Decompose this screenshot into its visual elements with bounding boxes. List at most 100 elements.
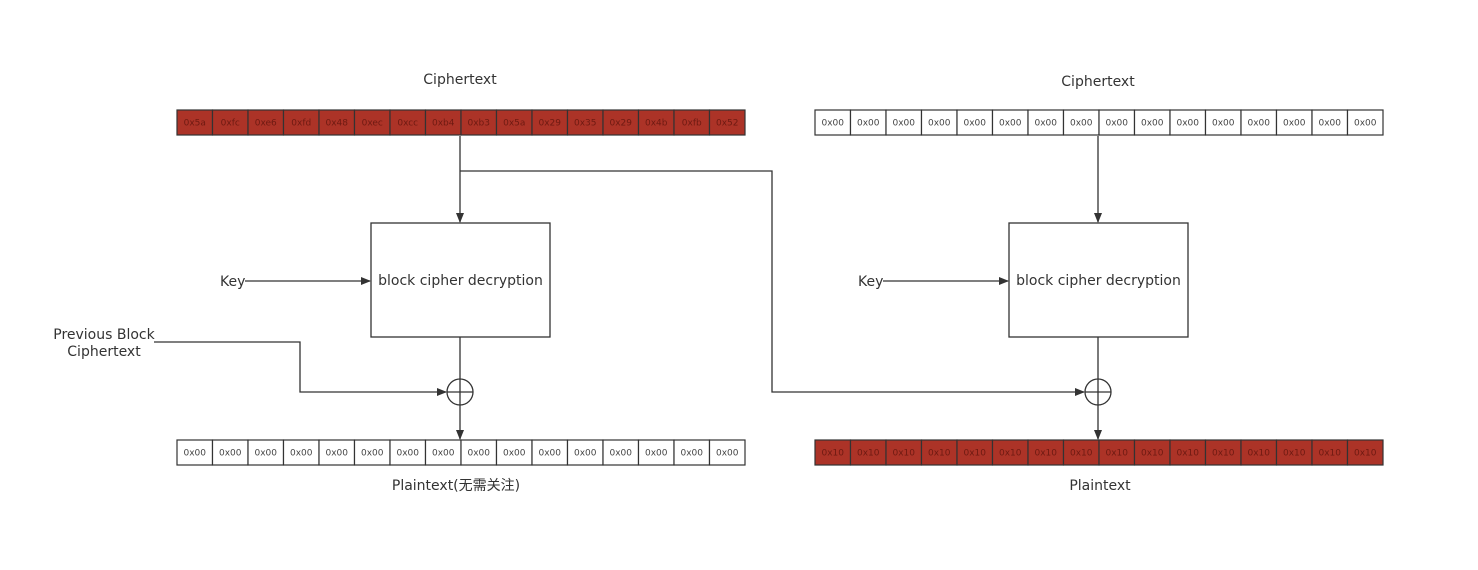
byte-value: 0x10 xyxy=(1105,449,1128,459)
byte-value: 0x10 xyxy=(821,449,844,459)
left-plaintext-byte: 0x00 xyxy=(566,439,604,466)
byte-cell xyxy=(814,109,852,136)
byte-value: 0x00 xyxy=(467,449,490,459)
right-plaintext-byte: 0x10 xyxy=(956,439,994,466)
byte-value: 0x00 xyxy=(999,119,1022,129)
right-ciphertext-byte: 0x00 xyxy=(814,109,852,136)
byte-cell xyxy=(637,439,675,466)
byte-cell xyxy=(1062,109,1100,136)
right-decryption-box xyxy=(1008,222,1189,338)
left-plaintext-byte: 0x00 xyxy=(460,439,498,466)
right-plaintext-byte: 0x10 xyxy=(1133,439,1171,466)
byte-value: 0x00 xyxy=(821,119,844,129)
byte-cell xyxy=(885,439,923,466)
right-ciphertext-byte: 0x00 xyxy=(1133,109,1171,136)
right-plaintext-byte: 0x10 xyxy=(885,439,923,466)
byte-value: 0x10 xyxy=(1034,449,1057,459)
left-ciphertext-byte: 0xec xyxy=(353,109,391,136)
byte-value: 0x4b xyxy=(645,119,668,129)
right-plaintext-byte: 0x10 xyxy=(1311,439,1349,466)
byte-cell xyxy=(353,109,391,136)
byte-cell xyxy=(637,109,675,136)
right-ciphertext-bytes: 0x00 0x00 0x00 0x00 0x00 0x00 0x00 0x00 0x00 0x00… xyxy=(814,109,1384,136)
right-plaintext-byte: 0x10 xyxy=(920,439,958,466)
right-ciphertext-byte: 0x00 xyxy=(956,109,994,136)
right-plaintext-byte: 0x10 xyxy=(1169,439,1207,466)
right-plaintext-byte: 0x10 xyxy=(814,439,852,466)
right-ciphertext-byte: 0x00 xyxy=(1062,109,1100,136)
byte-cell xyxy=(673,109,711,136)
left-ciphertext-byte: 0xe6 xyxy=(247,109,285,136)
left-ciphertext-byte: 0x4b xyxy=(637,109,675,136)
byte-value: 0x5a xyxy=(184,119,206,129)
left-decryption-box-label: block cipher decryption xyxy=(378,273,543,289)
prev-cipher-to-right-xor-arrow xyxy=(460,170,1085,396)
right-ciphertext-byte: 0x00 xyxy=(1346,109,1384,136)
byte-value: 0x10 xyxy=(999,449,1022,459)
byte-value: 0x10 xyxy=(928,449,951,459)
byte-value: 0x00 xyxy=(1212,119,1235,129)
left-plaintext-byte: 0x00 xyxy=(247,439,285,466)
byte-cell xyxy=(1098,109,1136,136)
left-plaintext-byte: 0x00 xyxy=(211,439,249,466)
byte-cell xyxy=(1098,439,1136,466)
byte-cell xyxy=(991,109,1029,136)
byte-cell xyxy=(1346,439,1384,466)
byte-cell xyxy=(318,439,356,466)
byte-value: 0x00 xyxy=(290,449,313,459)
byte-value: 0x00 xyxy=(645,449,668,459)
byte-value: 0x00 xyxy=(361,449,384,459)
left-ciphertext-label: Ciphertext xyxy=(423,72,497,88)
byte-value: 0x00 xyxy=(1034,119,1057,129)
left-ciphertext-byte: 0xcc xyxy=(389,109,427,136)
byte-value: 0x00 xyxy=(1141,119,1164,129)
byte-cell xyxy=(708,439,746,466)
left-plaintext-byte: 0x00 xyxy=(318,439,356,466)
byte-value: 0x00 xyxy=(1247,119,1270,129)
left-ciphertext-byte: 0x52 xyxy=(708,109,746,136)
byte-cell xyxy=(885,109,923,136)
byte-cell xyxy=(1311,109,1349,136)
right-ciphertext-byte: 0x00 xyxy=(1275,109,1313,136)
byte-value: 0x00 xyxy=(503,449,526,459)
byte-value: 0x00 xyxy=(1354,119,1377,129)
byte-value: 0x10 xyxy=(1070,449,1093,459)
byte-cell xyxy=(460,109,498,136)
byte-value: 0x00 xyxy=(892,119,915,129)
byte-value: 0xfd xyxy=(291,119,311,129)
byte-cell xyxy=(1346,109,1384,136)
byte-value: 0x10 xyxy=(1318,449,1341,459)
left-plaintext-label: Plaintext(无需关注) xyxy=(392,478,520,494)
byte-value: 0x00 xyxy=(325,449,348,459)
byte-cell xyxy=(282,109,320,136)
byte-value: 0x00 xyxy=(963,119,986,129)
prev-block-label-line1: Previous Block xyxy=(53,327,155,343)
byte-value: 0x10 xyxy=(892,449,915,459)
byte-value: 0x00 xyxy=(609,449,632,459)
right-plaintext-byte: 0x10 xyxy=(1346,439,1384,466)
byte-value: 0x00 xyxy=(432,449,455,459)
left-ciphertext-byte: 0x48 xyxy=(318,109,356,136)
byte-cell xyxy=(389,109,427,136)
left-plaintext-byte: 0x00 xyxy=(495,439,533,466)
left-ciphertext-byte: 0x5a xyxy=(176,109,214,136)
left-ciphertext-byte: 0x29 xyxy=(602,109,640,136)
right-ciphertext-byte: 0x00 xyxy=(1204,109,1242,136)
right-xor-icon xyxy=(1084,378,1112,406)
byte-value: 0x29 xyxy=(609,119,632,129)
right-ciphertext-byte: 0x00 xyxy=(991,109,1029,136)
byte-value: 0x00 xyxy=(219,449,242,459)
right-plaintext-byte: 0x10 xyxy=(991,439,1029,466)
byte-cell xyxy=(247,439,285,466)
byte-cell xyxy=(1027,439,1065,466)
left-ciphertext-byte: 0x5a xyxy=(495,109,533,136)
byte-value: 0x00 xyxy=(857,119,880,129)
byte-value: 0xb4 xyxy=(432,119,455,129)
byte-value: 0x00 xyxy=(1176,119,1199,129)
byte-cell xyxy=(318,109,356,136)
right-plaintext-byte: 0x10 xyxy=(1275,439,1313,466)
